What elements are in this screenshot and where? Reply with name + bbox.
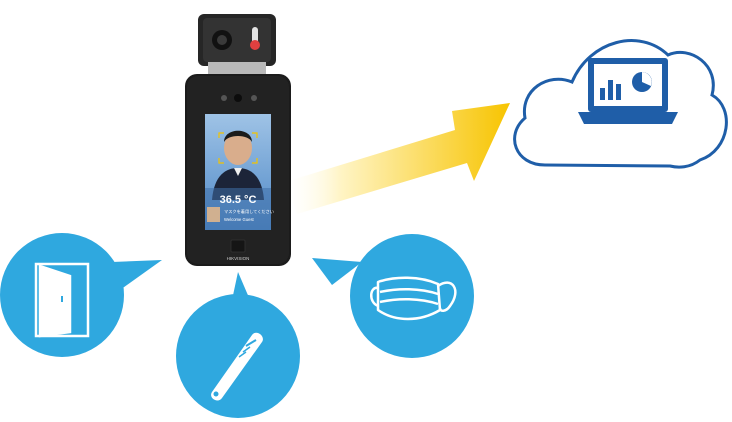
face-detect-brackets: [218, 132, 258, 164]
door-icon: [34, 262, 90, 338]
person-on-screen: [212, 130, 264, 200]
card-reader: [230, 239, 246, 253]
laptop-chart-icon: [578, 58, 678, 124]
temperature-reading: 36.5 °C: [220, 194, 257, 206]
data-flow-arrow: [285, 103, 510, 214]
device-brand: HIKVISION: [227, 256, 250, 261]
cloud-icon: [513, 39, 728, 169]
camera-thermometer-mark: [250, 27, 260, 50]
door-bubble: [0, 233, 162, 357]
status-line-2: Welcome Guest: [224, 217, 255, 222]
face-recognition-terminal: 36.5 °C マスクを着用してください Welcome Guest HIKVI…: [185, 14, 291, 266]
face-mask-icon: [370, 276, 457, 321]
camera-mount: [208, 62, 266, 76]
mask-bubble: [312, 234, 474, 358]
user-thumbnail: [207, 207, 220, 222]
thermometer-bubble: [176, 272, 300, 418]
status-line-1: マスクを着用してください: [224, 208, 274, 215]
thermometer-icon: [211, 332, 263, 401]
